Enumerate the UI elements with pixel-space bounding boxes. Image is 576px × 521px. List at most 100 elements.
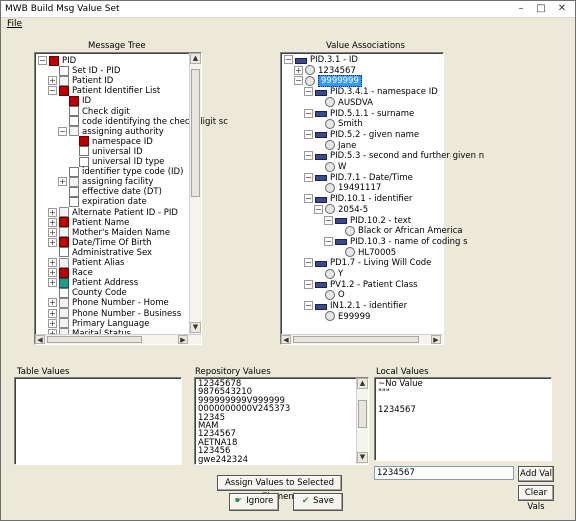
tree-row[interactable]: +Primary Language — [48, 318, 150, 330]
tree-row[interactable]: +Patient Name — [48, 217, 129, 229]
collapse-icon[interactable]: − — [294, 76, 303, 86]
tree-row[interactable]: −PID.3.1 - ID — [284, 54, 358, 66]
tree-row[interactable]: expiration date — [58, 196, 147, 208]
expand-icon[interactable]: + — [48, 258, 57, 267]
clear-vals-button[interactable]: Clear Vals — [518, 485, 554, 512]
tree-row[interactable]: −IN1.2.1 - identifier — [304, 300, 407, 312]
tree-row[interactable]: Set ID - PID — [48, 65, 120, 77]
tree-row[interactable]: −PID.5.3 - second and further given n — [304, 150, 484, 162]
tree-row[interactable]: −PID.5.2 - given name — [304, 129, 419, 141]
list-item[interactable]: ~No Value — [378, 379, 423, 389]
tree-row[interactable]: −PID.5.1.1 - surname — [304, 108, 414, 120]
collapse-icon[interactable]: − — [314, 204, 323, 214]
tree-row[interactable]: Black or African America — [334, 225, 463, 237]
list-item[interactable]: 1234567 — [198, 429, 236, 440]
scroll-down-icon[interactable]: ▼ — [190, 322, 201, 333]
tree-row[interactable]: E99999 — [314, 311, 370, 323]
collapse-icon[interactable]: − — [304, 151, 313, 161]
scroll-down-icon[interactable]: ▼ — [357, 452, 368, 463]
tree-row[interactable]: +Mother's Maiden Name — [48, 227, 170, 239]
tree-row[interactable]: 19491117 — [314, 182, 381, 194]
collapse-icon[interactable]: − — [304, 279, 313, 289]
expand-icon[interactable]: + — [48, 308, 57, 318]
message-tree-hscrollbar[interactable]: ◀ ▶ — [35, 334, 201, 344]
tree-row[interactable]: +Phone Number - Business — [48, 308, 181, 320]
assign-values-button[interactable]: Assign Values to Selected Element — [217, 475, 342, 502]
collapse-icon[interactable]: − — [304, 129, 313, 139]
tree-row[interactable]: −2054-5 — [314, 204, 368, 216]
tree-row[interactable]: −PID — [38, 55, 76, 67]
add-val-button[interactable]: Add Val — [518, 466, 554, 482]
scroll-up-icon[interactable]: ▲ — [357, 378, 368, 389]
tree-row[interactable]: ID — [58, 95, 91, 107]
collapse-icon[interactable]: − — [304, 258, 313, 268]
tree-row[interactable]: +Patient ID — [48, 75, 113, 87]
minimize-button[interactable]: – — [518, 3, 524, 14]
tree-row[interactable]: +1234567 — [294, 65, 356, 77]
scroll-thumb[interactable] — [191, 69, 200, 197]
collapse-icon[interactable]: − — [304, 172, 313, 182]
expand-icon[interactable]: + — [48, 207, 57, 217]
tree-row[interactable]: +Marital Status — [48, 328, 131, 340]
list-item[interactable]: 1234567 — [378, 404, 416, 415]
list-item[interactable]: 12345678 — [198, 379, 242, 389]
maximize-button[interactable]: □ — [536, 3, 546, 14]
collapse-icon[interactable]: − — [38, 56, 47, 65]
expand-icon[interactable]: + — [48, 76, 57, 86]
tree-row[interactable]: HL70005 — [334, 247, 396, 259]
table-values-list[interactable] — [14, 377, 182, 465]
tree-row[interactable]: −PID.7.1 - Date/Time — [304, 172, 413, 184]
list-item[interactable]: 12345 — [198, 412, 226, 423]
tree-row[interactable]: −Patient Identifier List — [48, 85, 160, 97]
scroll-thumb[interactable] — [47, 336, 142, 343]
repository-vscrollbar[interactable]: ▲ ▼ — [356, 378, 368, 464]
expand-icon[interactable]: + — [48, 237, 57, 247]
tree-row[interactable]: code identifying the check digit sc — [58, 116, 228, 128]
collapse-icon[interactable]: − — [304, 194, 313, 204]
tree-row[interactable]: −9999999 — [294, 75, 362, 88]
ignore-button[interactable]: ☛Ignore — [229, 493, 279, 511]
collapse-icon[interactable]: − — [48, 86, 57, 96]
tree-row[interactable]: −PD1.7 - Living Will Code — [304, 257, 431, 269]
tree-row[interactable]: universal ID — [68, 146, 143, 158]
value-associations-tree[interactable]: −PID.3.1 - ID+1234567−9999999−PID.3.4.1 … — [280, 52, 484, 345]
tree-row[interactable]: +Phone Number - Home — [48, 297, 169, 309]
tree-row[interactable]: W — [314, 161, 346, 173]
tree-row[interactable]: +Patient Address — [48, 277, 138, 289]
scroll-right-icon[interactable]: ▶ — [431, 335, 441, 344]
expand-icon[interactable]: + — [294, 65, 303, 75]
collapse-icon[interactable]: − — [284, 55, 293, 64]
collapse-icon[interactable]: − — [304, 87, 313, 97]
collapse-icon[interactable]: − — [304, 301, 313, 311]
expand-icon[interactable]: + — [48, 318, 57, 328]
scroll-left-icon[interactable]: ◀ — [281, 335, 291, 344]
tree-row[interactable]: namespace ID — [68, 136, 153, 148]
collapse-icon[interactable]: − — [324, 215, 333, 225]
collapse-icon[interactable]: − — [324, 236, 333, 246]
list-item[interactable]: 9876543210 — [198, 387, 253, 398]
close-button[interactable]: ✕ — [557, 3, 567, 14]
tree-row[interactable]: +Patient Alias — [48, 257, 124, 269]
tree-row[interactable]: +Date/Time Of Birth — [48, 237, 151, 249]
tree-row[interactable]: −assigning authority — [58, 126, 164, 138]
tree-row[interactable]: Administrative Sex — [48, 247, 152, 259]
scroll-up-icon[interactable]: ▲ — [190, 53, 201, 64]
tree-row[interactable]: −PV1.2 - Patient Class — [304, 279, 418, 291]
expand-icon[interactable]: + — [48, 217, 57, 227]
tree-row[interactable]: Y — [314, 268, 343, 280]
scroll-thumb[interactable] — [293, 336, 419, 343]
tree-row[interactable]: +Alternate Patient ID - PID — [48, 207, 178, 219]
list-item[interactable]: AETNA18 — [198, 437, 238, 448]
tree-row[interactable]: Smith — [314, 118, 363, 130]
local-value-input[interactable]: 1234567 — [374, 466, 514, 480]
list-item[interactable]: """ — [378, 387, 390, 398]
list-item[interactable]: gwe242324 — [198, 454, 249, 465]
tree-row[interactable]: −PID.10.3 - name of coding s — [324, 236, 468, 248]
tree-row[interactable]: Check digit — [58, 106, 130, 118]
list-item[interactable]: MAM — [198, 421, 219, 431]
tree-row[interactable]: −PID.10.2 - text — [324, 215, 411, 227]
menu-file[interactable]: File — [7, 19, 23, 29]
tree-row[interactable]: effective date (DT) — [58, 186, 162, 198]
